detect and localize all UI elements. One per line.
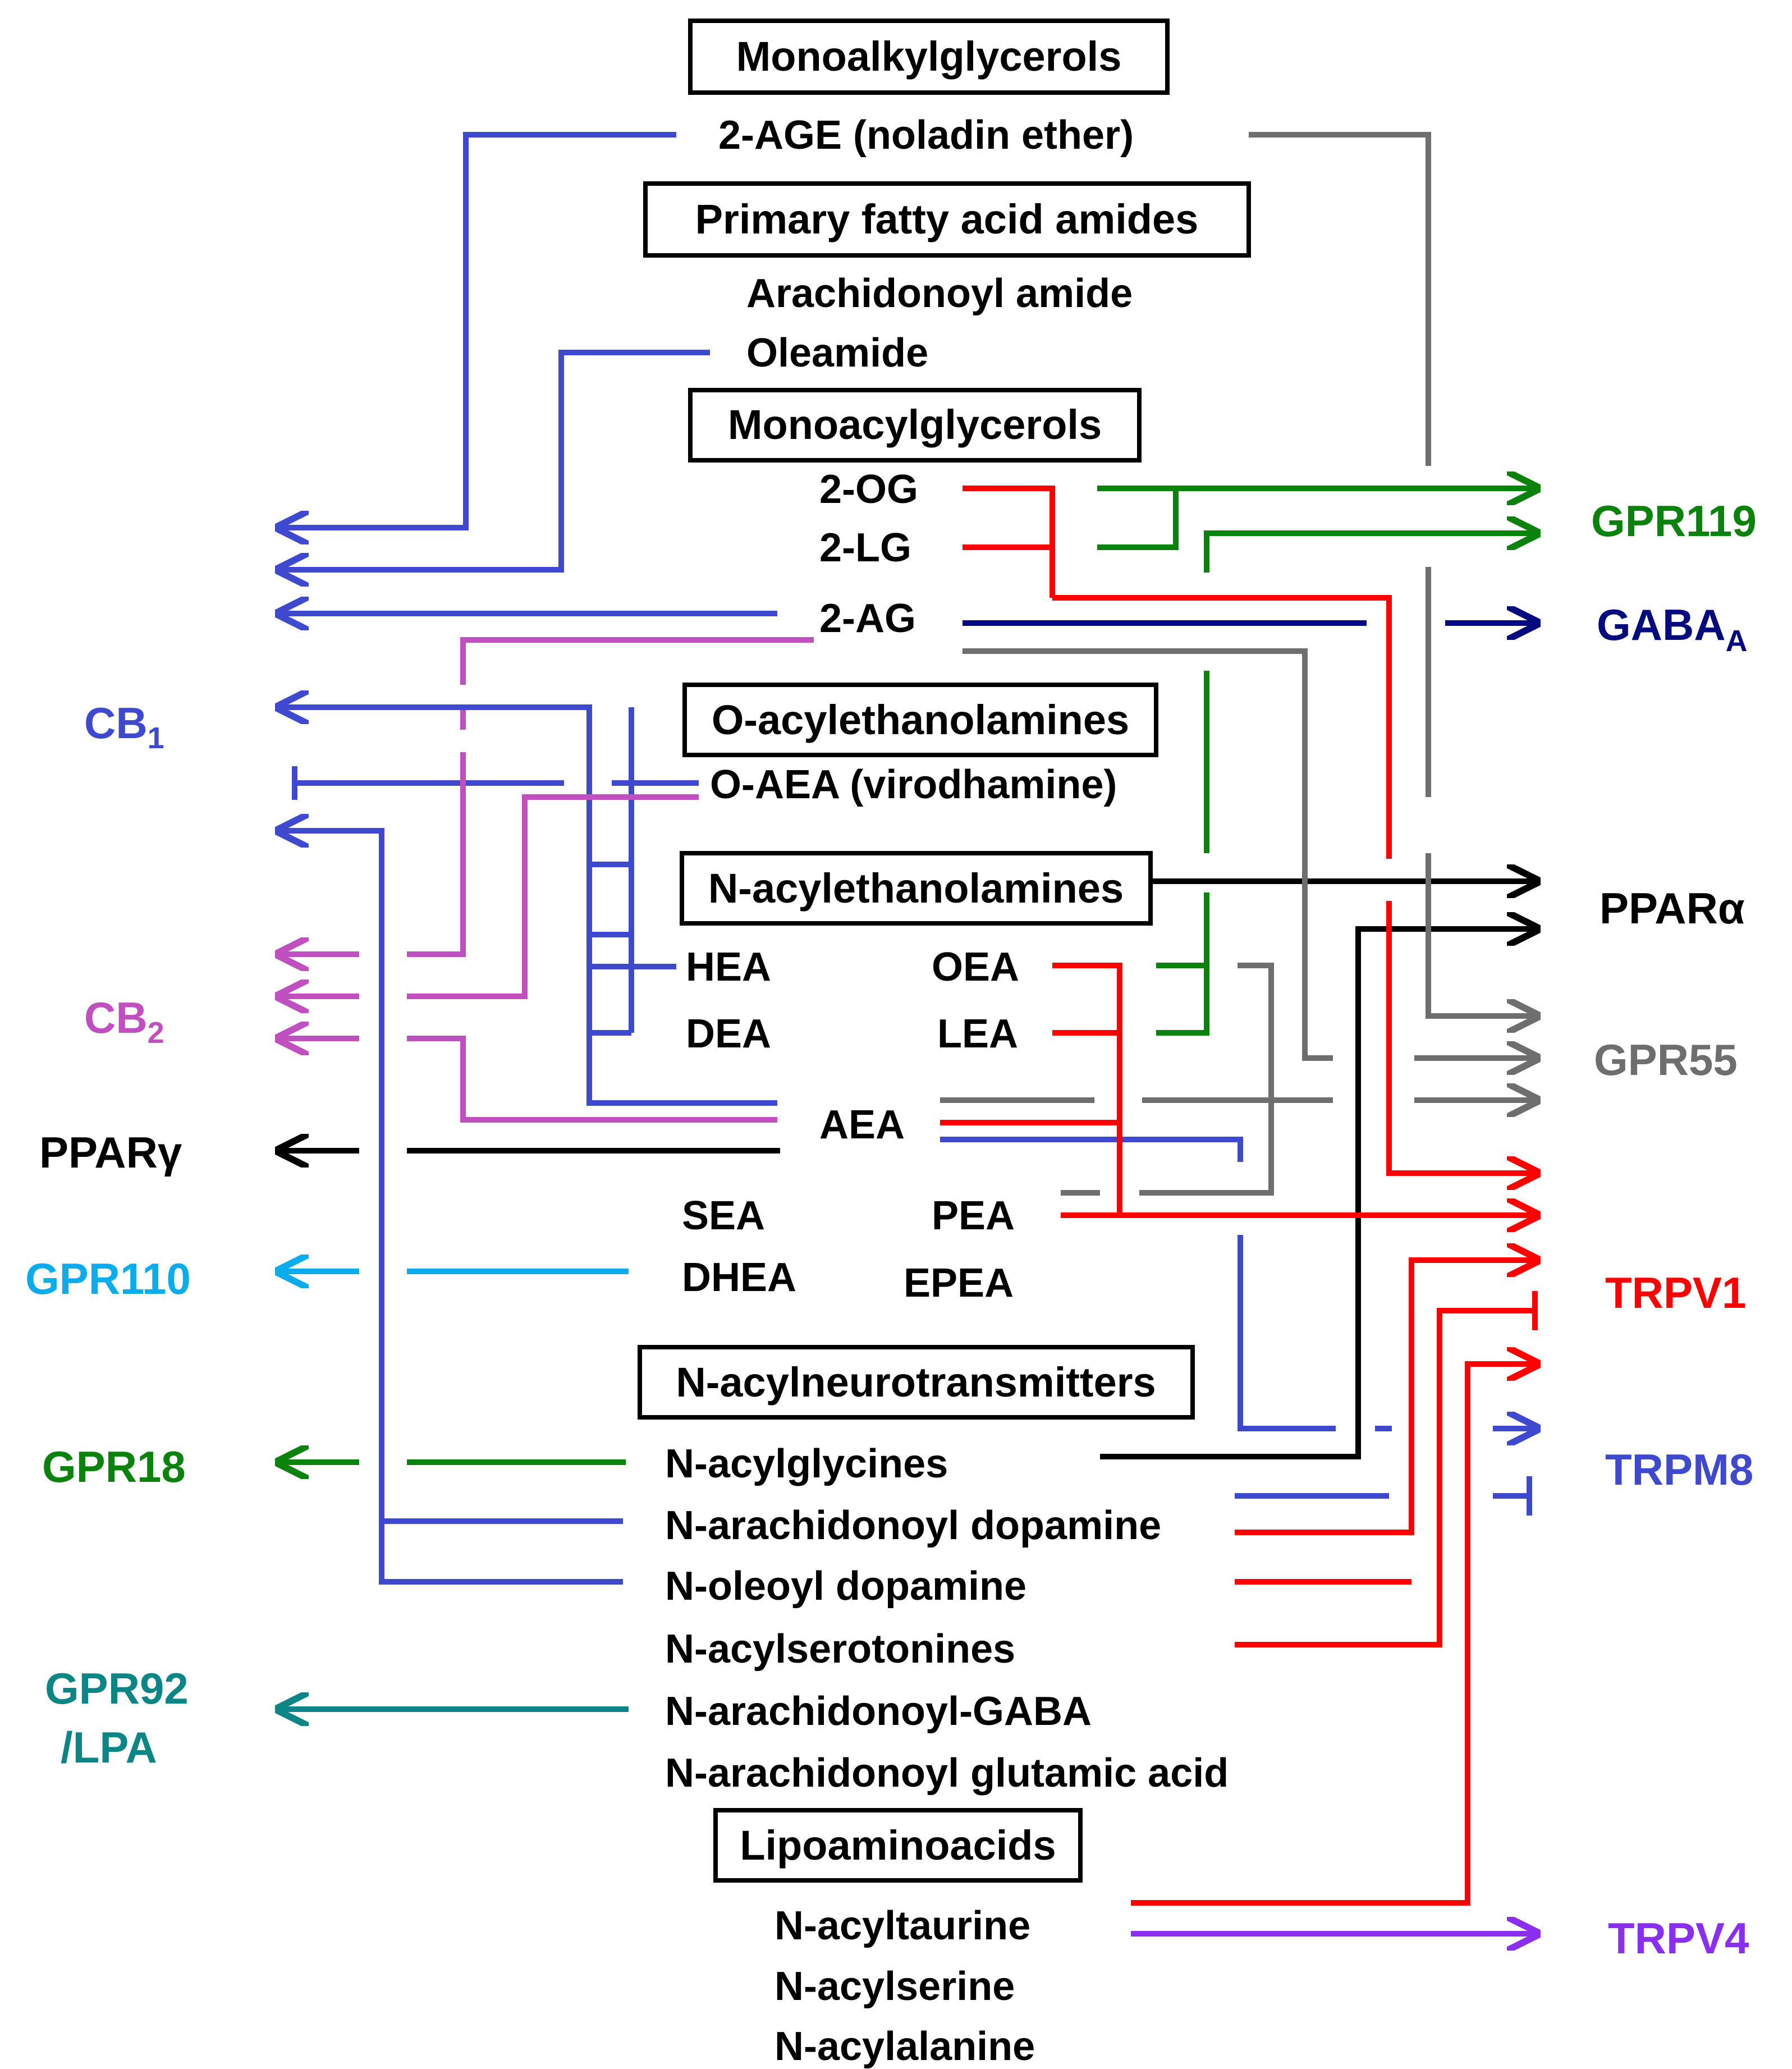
ligand-aea: AEA: [819, 1102, 905, 1147]
class-o-acylethanolamines: O-acylethanolamines: [712, 697, 1129, 743]
receptor-gaba-a: GABAA: [1597, 600, 1748, 658]
trpv1-connectors: [940, 486, 1541, 1906]
cb1-connectors: [275, 132, 1541, 1585]
ligand-n-arachidonoyl-dopamine: N-arachidonoyl dopamine: [665, 1503, 1161, 1548]
ligand-labels: 2-AGE (noladin ether) Arachidonoyl amide…: [665, 113, 1229, 2069]
class-headers: Monoalkylglycerols Primary fatty acid am…: [638, 19, 1251, 1883]
ligand-2-og: 2-OG: [819, 467, 918, 512]
ligand-n-acylalanine: N-acylalanine: [774, 2024, 1035, 2069]
ligand-sea: SEA: [682, 1193, 765, 1238]
class-monoacylglycerols: Monoacylglycerols: [728, 401, 1102, 448]
receptor-trpm8: TRPM8: [1605, 1445, 1753, 1494]
class-lipoaminoacids: Lipoaminoacids: [740, 1822, 1056, 1869]
receptor-trpv1: TRPV1: [1605, 1268, 1746, 1317]
ligand-arachidonoyl-amide: Arachidonoyl amide: [746, 271, 1133, 316]
ligand-n-acylserotonines: N-acylserotonines: [665, 1627, 1015, 1672]
ligand-n-arachidonoyl-gaba: N-arachidonoyl-GABA: [665, 1689, 1092, 1734]
receptor-gpr18: GPR18: [42, 1442, 186, 1491]
ligand-n-oleoyl-dopamine: N-oleoyl dopamine: [665, 1564, 1026, 1609]
ligand-n-acylglycines: N-acylglycines: [665, 1441, 948, 1486]
ligand-n-acylserine: N-acylserine: [774, 1964, 1015, 2009]
ligand-hea: HEA: [686, 945, 771, 990]
class-monoalkylglycerols: Monoalkylglycerols: [736, 33, 1122, 80]
cb2-connectors: [275, 637, 814, 1123]
ligand-pea: PEA: [932, 1193, 1015, 1238]
gpr119-connectors: [1097, 488, 1541, 1036]
ligand-2-ag: 2-AG: [819, 596, 916, 641]
receptor-gpr110: GPR110: [25, 1254, 191, 1303]
receptor-cb1: CB1: [84, 698, 164, 755]
receptor-ppar-gamma: PPARγ: [39, 1128, 182, 1177]
ligand-oea: OEA: [932, 945, 1019, 990]
receptor-gpr119: GPR119: [1591, 496, 1757, 546]
class-n-acylethanolamines: N-acylethanolamines: [708, 865, 1124, 912]
ligand-dhea: DHEA: [682, 1255, 796, 1300]
ppar-connectors: [275, 881, 1541, 1459]
ligand-lea: LEA: [937, 1011, 1018, 1056]
receptor-trpv4: TRPV4: [1608, 1914, 1749, 1963]
ligand-oleamide: Oleamide: [746, 331, 928, 376]
ligand-n-acyltaurine: N-acyltaurine: [774, 1903, 1030, 1948]
ligand-2-lg: 2-LG: [819, 525, 911, 570]
class-n-acylneurotransmitters: N-acylneurotransmitters: [676, 1359, 1156, 1406]
receptor-lpa: /LPA: [61, 1723, 157, 1772]
ligand-n-arachidonoyl-glutamic-acid: N-arachidonoyl glutamic acid: [665, 1751, 1229, 1796]
receptor-cb2: CB2: [84, 993, 164, 1050]
receptor-gpr92: GPR92: [45, 1664, 189, 1713]
ligand-2-age: 2-AGE (noladin ether): [718, 113, 1134, 158]
receptor-gpr55: GPR55: [1594, 1035, 1738, 1084]
receptor-ppar-alpha: PPARα: [1599, 884, 1745, 933]
ligand-dea: DEA: [686, 1011, 771, 1056]
class-primary-fatty-acid-amides: Primary fatty acid amides: [695, 196, 1199, 242]
receptor-labels: CB1 CB2 PPARγ GPR110 GPR18 GPR92 /LPA GP…: [25, 496, 1757, 1963]
ligand-epea: EPEA: [904, 1261, 1014, 1306]
gpr55-connectors: [940, 132, 1541, 1196]
ligand-o-aea: O-AEA (virodhamine): [710, 762, 1117, 807]
